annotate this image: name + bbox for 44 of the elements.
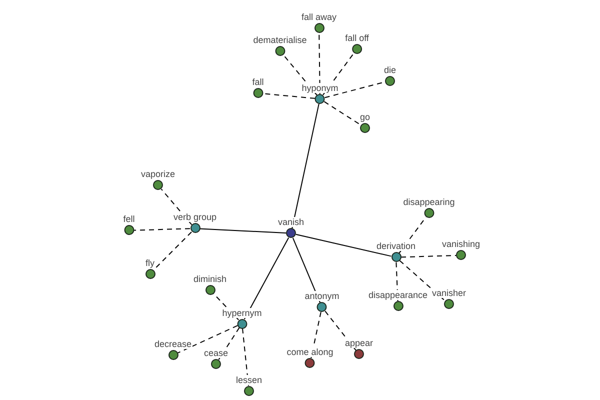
dashed-connector bbox=[262, 93, 316, 99]
node-label: come along bbox=[286, 346, 334, 357]
node-label: derivation bbox=[375, 241, 417, 252]
dashed-connector bbox=[324, 310, 356, 351]
node-label: cease bbox=[202, 348, 230, 358]
dashed-connector bbox=[322, 52, 354, 96]
dashed-connector bbox=[160, 188, 192, 226]
node-label: vanishing bbox=[440, 239, 482, 250]
node-label: hyponym bbox=[300, 82, 340, 93]
node-label: fall away bbox=[300, 12, 338, 22]
connector-line bbox=[292, 103, 320, 229]
dashed-connector bbox=[310, 312, 322, 358]
node-label: die bbox=[383, 64, 397, 75]
connector-line bbox=[200, 228, 286, 234]
connector-line bbox=[292, 237, 321, 304]
node-label: fall off bbox=[344, 32, 370, 43]
dashed-connector bbox=[177, 325, 238, 354]
node-label: antonym bbox=[304, 291, 340, 302]
node-label: vaporize bbox=[140, 169, 176, 180]
dashed-connector bbox=[242, 328, 249, 386]
node-label: decrease bbox=[153, 339, 193, 350]
dashed-connector bbox=[400, 255, 456, 258]
node-label: fall bbox=[251, 77, 265, 88]
node-label: fly bbox=[144, 258, 156, 268]
dashed-connector bbox=[282, 54, 318, 96]
node-label: lessen bbox=[235, 374, 263, 385]
dashed-connector bbox=[324, 101, 362, 126]
node-label: dematerialise bbox=[252, 34, 308, 45]
connector-line bbox=[244, 237, 290, 320]
dashed-connector bbox=[218, 327, 240, 360]
node-label: hypernym bbox=[221, 308, 263, 318]
node-label: disappearance bbox=[367, 290, 429, 300]
node-label: verb group bbox=[172, 212, 218, 222]
dashed-connector bbox=[134, 228, 190, 231]
node-label: fell bbox=[122, 214, 136, 224]
node-label: appear bbox=[344, 338, 374, 348]
node-label: diminish bbox=[192, 274, 228, 284]
node-label: vanish bbox=[277, 217, 305, 228]
dashed-connector bbox=[399, 260, 446, 302]
connector-line bbox=[295, 234, 392, 257]
dashed-connector bbox=[318, 32, 320, 94]
dashed-connector bbox=[396, 262, 398, 302]
node-label: vanisher bbox=[430, 288, 468, 298]
node-label: disappearing bbox=[402, 197, 456, 208]
